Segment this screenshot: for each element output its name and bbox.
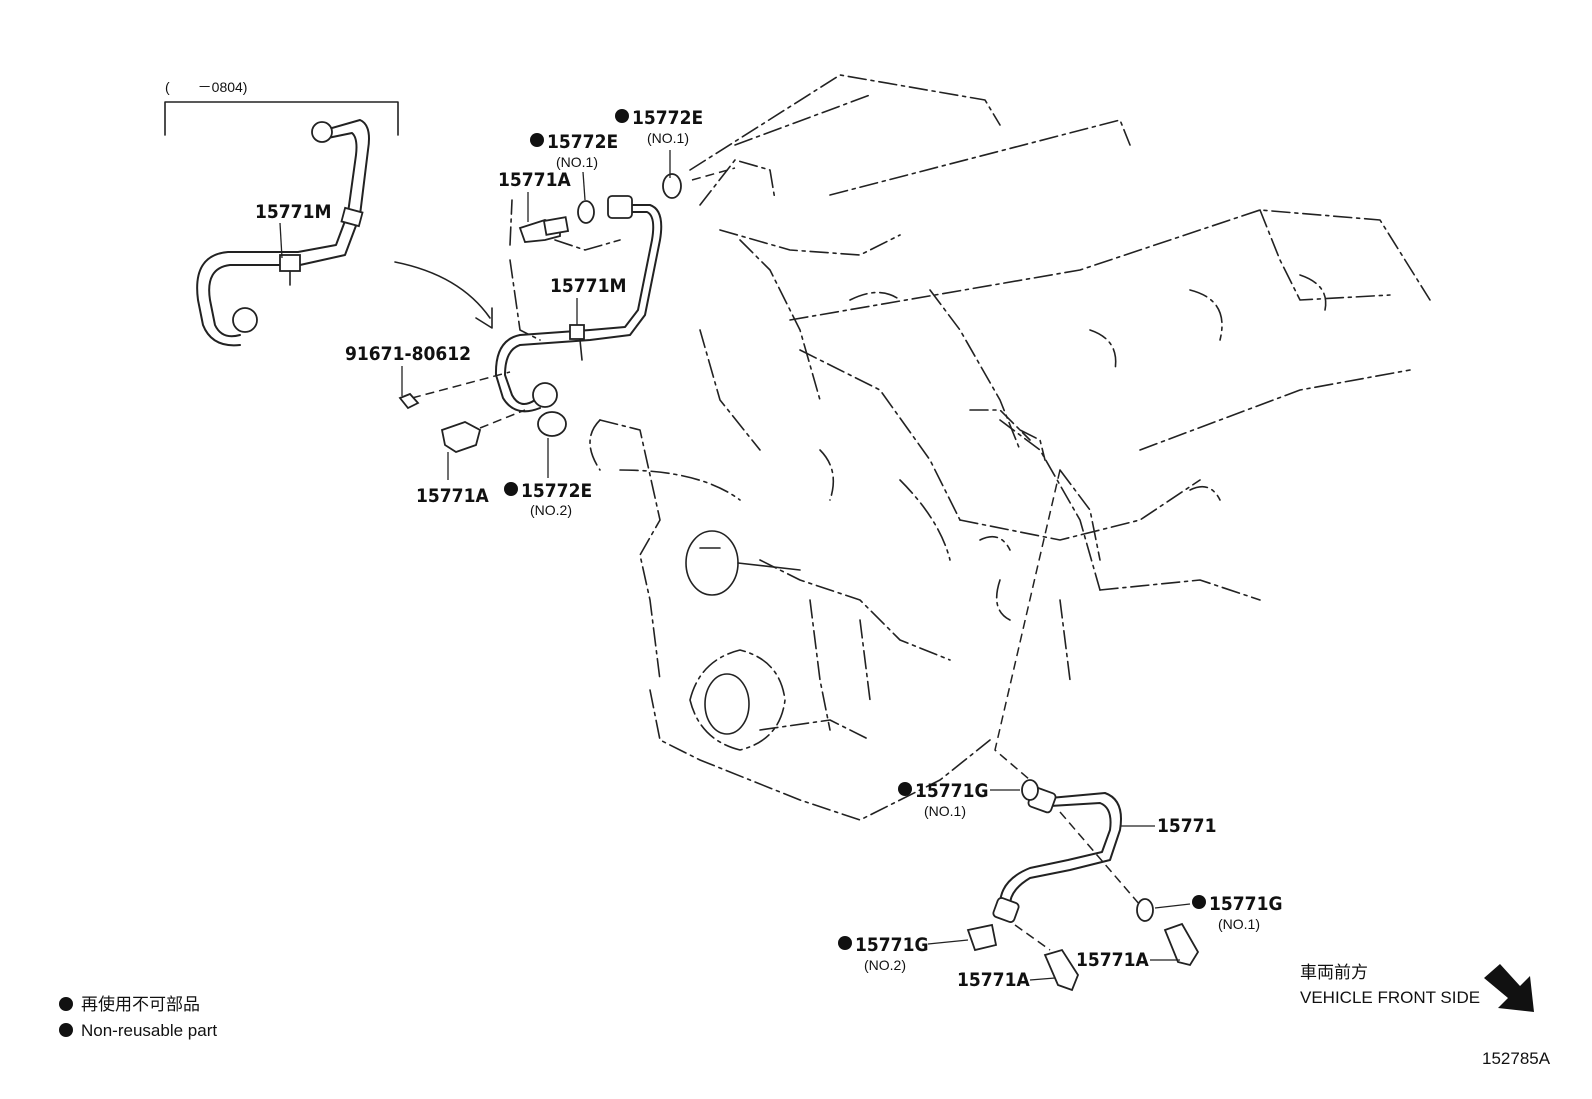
legend-english: Non-reusable part [81,1021,217,1040]
part-note-p11: (NO.1) [1218,916,1260,932]
part-callout: 15771A [498,169,571,222]
part-callout: 15771G (NO.1) [1154,893,1283,932]
upper-pipe-group [398,167,736,453]
front-direction-arrow-icon [1484,964,1534,1012]
part-callout: 15771G (NO.2) [838,934,969,973]
part-label-p10: 15771 [1157,815,1216,837]
non-reusable-dot-icon [898,782,912,796]
part-label-p4: 15771A [498,169,571,191]
part-label-p5: 15771M [550,275,626,297]
part-note-p3: (NO.1) [556,154,598,170]
part-callout: 15771A [957,969,1056,991]
part-callout: 15772E (NO.1) [615,107,703,178]
part-callout: 15771 [1120,815,1216,837]
legend-japanese: 再使用不可部品 [81,994,200,1014]
part-label-p7: 15771A [416,485,489,507]
part-callout: 15771A [1076,949,1180,971]
diagram-id: 152785A [1482,1049,1551,1068]
direction-english: VEHICLE FRONT SIDE [1300,988,1480,1007]
non-reusable-dot-icon [1192,895,1206,909]
part-label-p12: 15771G [855,934,929,956]
part-callout: 15771M [255,201,331,259]
part-callout: 15771M [550,275,626,325]
assembly-arrow [394,261,493,329]
part-callout: 15771A [416,452,489,507]
non-reusable-dot-icon [615,109,629,123]
part-note-p12: (NO.2) [864,957,906,973]
part-callout: 15771G (NO.1) [898,780,1020,819]
non-reusable-dot-icon [530,133,544,147]
part-label-p13: 15771A [957,969,1030,991]
part-label-p9: 15771G [915,780,989,802]
part-label-p1: 15771M [255,201,331,223]
non-reusable-dot-icon [59,1023,73,1037]
lower-pipe-group [966,469,1200,992]
date-bracket-label: ( －0804) [165,79,247,95]
part-label-p11: 15771G [1209,893,1283,915]
part-callout: 91671-80612 [345,343,471,396]
part-label-p3: 15772E [547,131,618,153]
legend: 再使用不可部品 Non-reusable part [59,994,217,1040]
alternate-pipe-group [164,101,399,347]
part-note-p2: (NO.1) [647,130,689,146]
part-callout: 15772E (NO.1) [530,131,618,201]
part-note-p9: (NO.1) [924,803,966,819]
part-callout: 15772E (NO.2) [504,438,592,518]
non-reusable-dot-icon [504,482,518,496]
part-label-p2: 15772E [632,107,703,129]
part-label-p6: 91671-80612 [345,343,471,365]
part-note-p8: (NO.2) [530,502,572,518]
non-reusable-dot-icon [838,936,852,950]
engine-outline [509,74,1431,821]
direction-japanese: 車両前方 [1300,963,1368,982]
non-reusable-dot-icon [59,997,73,1011]
part-label-p14: 15771A [1076,949,1149,971]
vehicle-front-indicator: 車両前方 VEHICLE FRONT SIDE [1300,963,1534,1012]
part-label-p8: 15772E [521,480,592,502]
